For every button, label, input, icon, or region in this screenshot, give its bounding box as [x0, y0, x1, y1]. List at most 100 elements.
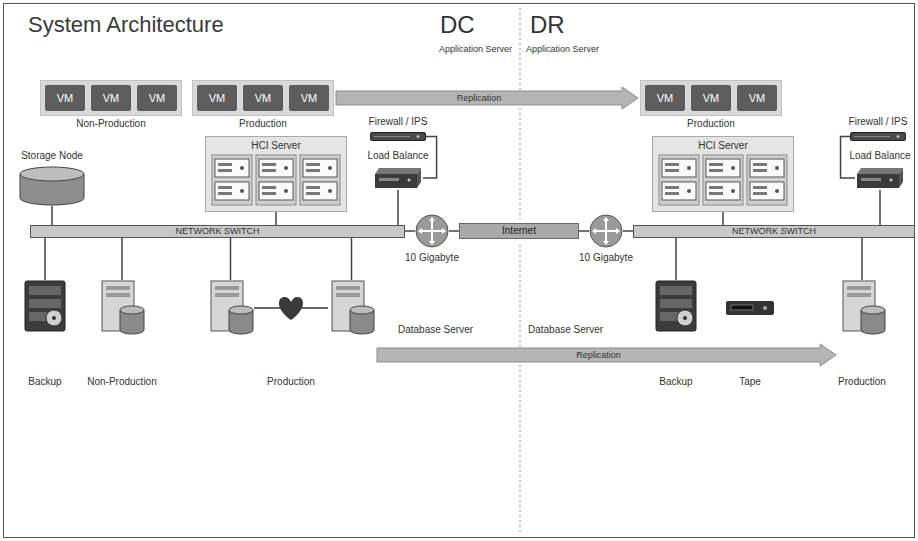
connector-line	[44, 238, 46, 280]
connector-line	[231, 238, 352, 280]
vm-box: VM	[737, 85, 777, 111]
connector-line	[722, 212, 724, 225]
router-icon	[589, 214, 623, 248]
connector-line	[675, 238, 677, 280]
vm-label: VM	[749, 92, 766, 105]
vm-label: VM	[301, 92, 318, 105]
database-server-icon	[328, 280, 375, 336]
node-label: Non-Production	[21, 118, 201, 130]
router-node: 10 Gigabyte	[405, 214, 459, 264]
network-switch: NETWORK SWITCH	[633, 225, 915, 238]
internet-link: Internet	[459, 223, 579, 239]
replication-arrow	[336, 87, 638, 109]
load-balancer-icon	[855, 166, 905, 190]
hci-servers-illustration	[657, 154, 789, 206]
site-divider	[520, 8, 521, 219]
node-label: 10 Gigabyte	[405, 252, 459, 264]
connector-line	[121, 238, 123, 280]
tier-label: Database Server	[398, 324, 473, 336]
network-switch: NETWORK SWITCH	[30, 225, 405, 238]
storage-node: Storage Node	[19, 150, 85, 206]
vm-box: VM	[289, 85, 329, 111]
site-divider	[520, 245, 521, 533]
hci-servers-illustration	[210, 154, 342, 206]
connector-line	[861, 238, 863, 280]
hci-server-group: HCI Server	[205, 136, 347, 212]
vm-group: Non-ProductionVMVMVM	[40, 80, 182, 116]
connector-line	[397, 190, 399, 225]
connector-line	[51, 206, 53, 225]
vm-label: VM	[255, 92, 272, 105]
storage-icon	[19, 166, 85, 206]
database-server-icon	[207, 280, 254, 336]
node-label: Production	[173, 118, 353, 130]
vm-label: VM	[703, 92, 720, 105]
outer-frame	[4, 4, 915, 538]
load-balancer: Load Balance	[849, 150, 910, 190]
backup-icon	[24, 280, 66, 332]
vm-label: VM	[103, 92, 120, 105]
diagram-title: System Architecture	[28, 12, 224, 38]
vm-group: ProductionVMVMVM	[192, 80, 334, 116]
node-label: Production	[621, 118, 801, 130]
node-label: Tape	[739, 376, 761, 388]
node-label: NETWORK SWITCH	[732, 226, 816, 237]
heartbeat-link	[254, 280, 328, 336]
node-label: Internet	[502, 225, 536, 237]
node-label: Backup	[28, 376, 61, 388]
firewall-device: Firewall / IPS	[369, 116, 428, 141]
edge-label: Replication	[457, 93, 502, 104]
vm-label: VM	[209, 92, 226, 105]
database-cluster: Production	[207, 280, 375, 388]
vm-box: VM	[137, 85, 177, 111]
edge-label: Replication	[576, 350, 621, 361]
site-label: DR	[530, 10, 565, 39]
vm-box: VM	[691, 85, 731, 111]
firewall-icon	[850, 132, 906, 141]
tier-label: Database Server	[528, 324, 603, 336]
database-server-icon	[98, 280, 145, 336]
node-label: Firewall / IPS	[849, 116, 908, 128]
tier-label: Application Server	[439, 44, 512, 55]
vm-label: VM	[657, 92, 674, 105]
node-label: Firewall / IPS	[369, 116, 428, 128]
vm-box: VM	[45, 85, 85, 111]
connector-line	[275, 212, 277, 225]
node-label: 10 Gigabyte	[579, 252, 633, 264]
connector-line	[879, 190, 881, 225]
tape-icon	[725, 300, 775, 316]
vm-box: VM	[243, 85, 283, 111]
backup-server: Backup	[24, 280, 66, 388]
hci-server-group: HCI Server	[652, 136, 794, 212]
firewall-device: Firewall / IPS	[849, 116, 908, 141]
vm-box: VM	[645, 85, 685, 111]
site-label: DC	[440, 10, 475, 39]
node-label: HCI Server	[251, 140, 300, 152]
load-balancer: Load Balance	[367, 150, 428, 190]
node-label: Storage Node	[21, 150, 83, 162]
firewall-icon	[370, 132, 426, 141]
database-server: Production	[838, 280, 886, 388]
connector-line	[579, 230, 589, 232]
vm-label: VM	[57, 92, 74, 105]
vm-label: VM	[149, 92, 166, 105]
vm-box: VM	[197, 85, 237, 111]
connector-line	[449, 230, 459, 232]
backup-server: Backup	[655, 280, 697, 388]
node-label: Backup	[659, 376, 692, 388]
database-server-icon	[839, 280, 886, 336]
node-label: Load Balance	[367, 150, 428, 162]
node-label: Non-Production	[87, 376, 156, 388]
backup-icon	[655, 280, 697, 332]
node-label: HCI Server	[698, 140, 747, 152]
load-balancer-icon	[373, 166, 423, 190]
vm-box: VM	[91, 85, 131, 111]
router-node: 10 Gigabyte	[579, 214, 633, 264]
connector-line	[405, 230, 415, 232]
node-label: Production	[267, 376, 315, 388]
replication-arrow	[377, 344, 836, 366]
connector-line	[623, 230, 633, 232]
node-label: Load Balance	[849, 150, 910, 162]
